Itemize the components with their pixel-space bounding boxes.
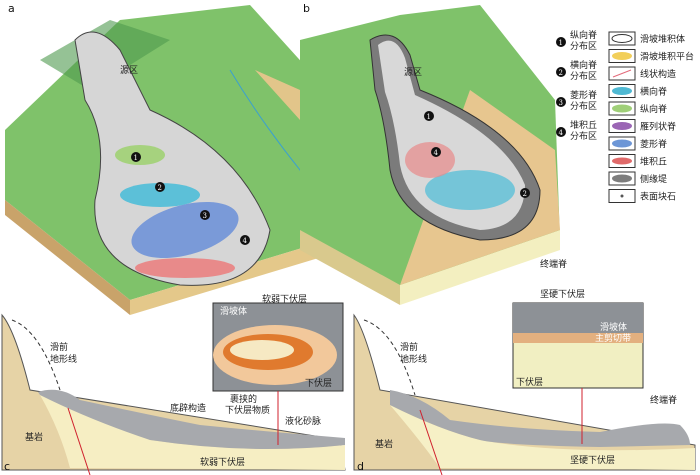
- linear-structure-icon: [612, 69, 632, 78]
- bedrock-label: 基岩: [375, 438, 393, 450]
- zone-label: 菱形脊: [570, 89, 597, 101]
- legend-label: 滑坡堆积体: [640, 33, 685, 45]
- zone-marker: 2: [523, 190, 527, 198]
- zone-label: 堆积丘: [570, 119, 597, 131]
- symbol-legend-item: 线状构造: [608, 66, 676, 81]
- substrate-label: 软弱下伏层: [200, 456, 245, 468]
- zone-number-icon: [556, 97, 566, 107]
- symbol-legend-item: 侧缘堤: [608, 171, 667, 186]
- legend-label: 滑坡堆积平台: [640, 51, 694, 63]
- zone-label: 分布区: [570, 40, 597, 52]
- entrained-label: 下伏层物质: [225, 404, 270, 416]
- source-area-label: 源区: [404, 67, 422, 78]
- zone-label: 分布区: [570, 70, 597, 82]
- legend-swatch-icon: [611, 34, 633, 43]
- block-diagram-a: 1 2 3 4 源区 软弱下伏层 a: [5, 2, 345, 315]
- bedrock-label: 基岩: [25, 431, 43, 443]
- legend-label: 纵向脊: [640, 103, 667, 115]
- legend-label: 线状构造: [640, 68, 676, 80]
- symbol-legend-item: 滑坡堆积体: [608, 31, 685, 46]
- zone-label: 纵向脊: [570, 29, 597, 41]
- legend-swatch-icon: [612, 122, 632, 130]
- zone-number: 1: [559, 39, 563, 47]
- diapir-label: 底辟构造: [170, 402, 206, 414]
- symbol-legend-item: 滑坡堆积平台: [608, 49, 694, 63]
- zone-number-icon: [556, 67, 566, 77]
- zone-marker: 1: [134, 154, 138, 162]
- block-diagram-b: 1 4 2 源区 终端脊 坚硬下伏层 b: [300, 2, 585, 305]
- symbol-legend-item: 堆积丘: [608, 154, 667, 168]
- legend-swatch-icon: [612, 87, 632, 95]
- terminal-ridge-label: 终端脊: [540, 258, 567, 270]
- inset-label: 下伏层: [516, 376, 543, 388]
- legend-label: 横向脊: [640, 86, 667, 98]
- zone-label: 分布区: [570, 100, 597, 112]
- legend-swatch-icon: [612, 174, 632, 183]
- panel-label: b: [303, 2, 310, 15]
- panel-label: a: [8, 2, 15, 15]
- panel-label: c: [4, 460, 10, 473]
- boulder-icon: [620, 194, 624, 198]
- legend-label: 侧缘堤: [640, 173, 667, 185]
- inset-label: 滑坡体: [600, 321, 627, 333]
- terminal-ridge-label: 终端脊: [650, 394, 677, 406]
- legend-label: 菱形脊: [640, 138, 667, 150]
- symbol-legend-item: 表面块石: [608, 189, 676, 203]
- legend-label: 表面块石: [640, 191, 676, 203]
- symbol-legend-item: 纵向脊: [608, 101, 667, 116]
- legend-swatch-icon: [612, 157, 632, 165]
- inset-label: 滑坡体: [220, 305, 247, 317]
- zone-number: 3: [559, 99, 563, 107]
- source-area-label: 源区: [120, 65, 138, 76]
- zone-label: 横向脊: [570, 59, 597, 71]
- zone-marker: 4: [243, 237, 248, 245]
- entrained-label: 裹挟的: [230, 393, 257, 405]
- zone-number: 4: [559, 129, 564, 137]
- zone-number-icon: [556, 127, 566, 137]
- liquefied-label: 液化砂脉: [285, 415, 321, 427]
- legend-label: 雁列状脊: [640, 121, 676, 133]
- legend-swatch-icon: [612, 139, 632, 148]
- symbol-legend-item: 雁列状脊: [608, 119, 676, 133]
- pre-slide-label: 地形线: [50, 353, 77, 365]
- zone-marker: 1: [427, 113, 431, 121]
- legend-swatch-icon: [612, 104, 632, 113]
- zone-number: 2: [559, 69, 563, 77]
- substrate-label: 坚硬下伏层: [540, 288, 585, 300]
- pre-slide-label: 地形线: [400, 353, 427, 365]
- zone-marker: 2: [158, 184, 162, 192]
- substrate-label: 软弱下伏层: [262, 293, 307, 305]
- substrate-label: 坚硬下伏层: [570, 454, 615, 466]
- zone-marker: 3: [203, 212, 207, 220]
- zone-number-icon: [556, 37, 566, 47]
- inset-label: 主剪切带: [595, 332, 631, 344]
- inset-label: 下伏层: [305, 377, 332, 389]
- cross-section-d: 滑坡体 主剪切带 下伏层 滑前 地形线 基岩 终端脊 坚硬下伏层 d: [353, 302, 696, 475]
- symbol-legend-item: 横向脊: [608, 84, 667, 98]
- pre-slide-label: 滑前: [50, 341, 68, 353]
- legend-swatch-icon: [612, 52, 632, 60]
- panel-label: d: [357, 460, 364, 473]
- pre-slide-label: 滑前: [400, 341, 418, 353]
- symbol-legend-item: 菱形脊: [608, 136, 667, 151]
- cross-section-c: 滑坡体 下伏层 滑前 地形线 基岩 底辟构造 裹挟的 下伏层物质 液化砂脉 软弱…: [1, 302, 346, 475]
- zone-marker: 4: [434, 149, 439, 157]
- legend-label: 堆积丘: [640, 156, 667, 168]
- zone-label: 分布区: [570, 130, 597, 142]
